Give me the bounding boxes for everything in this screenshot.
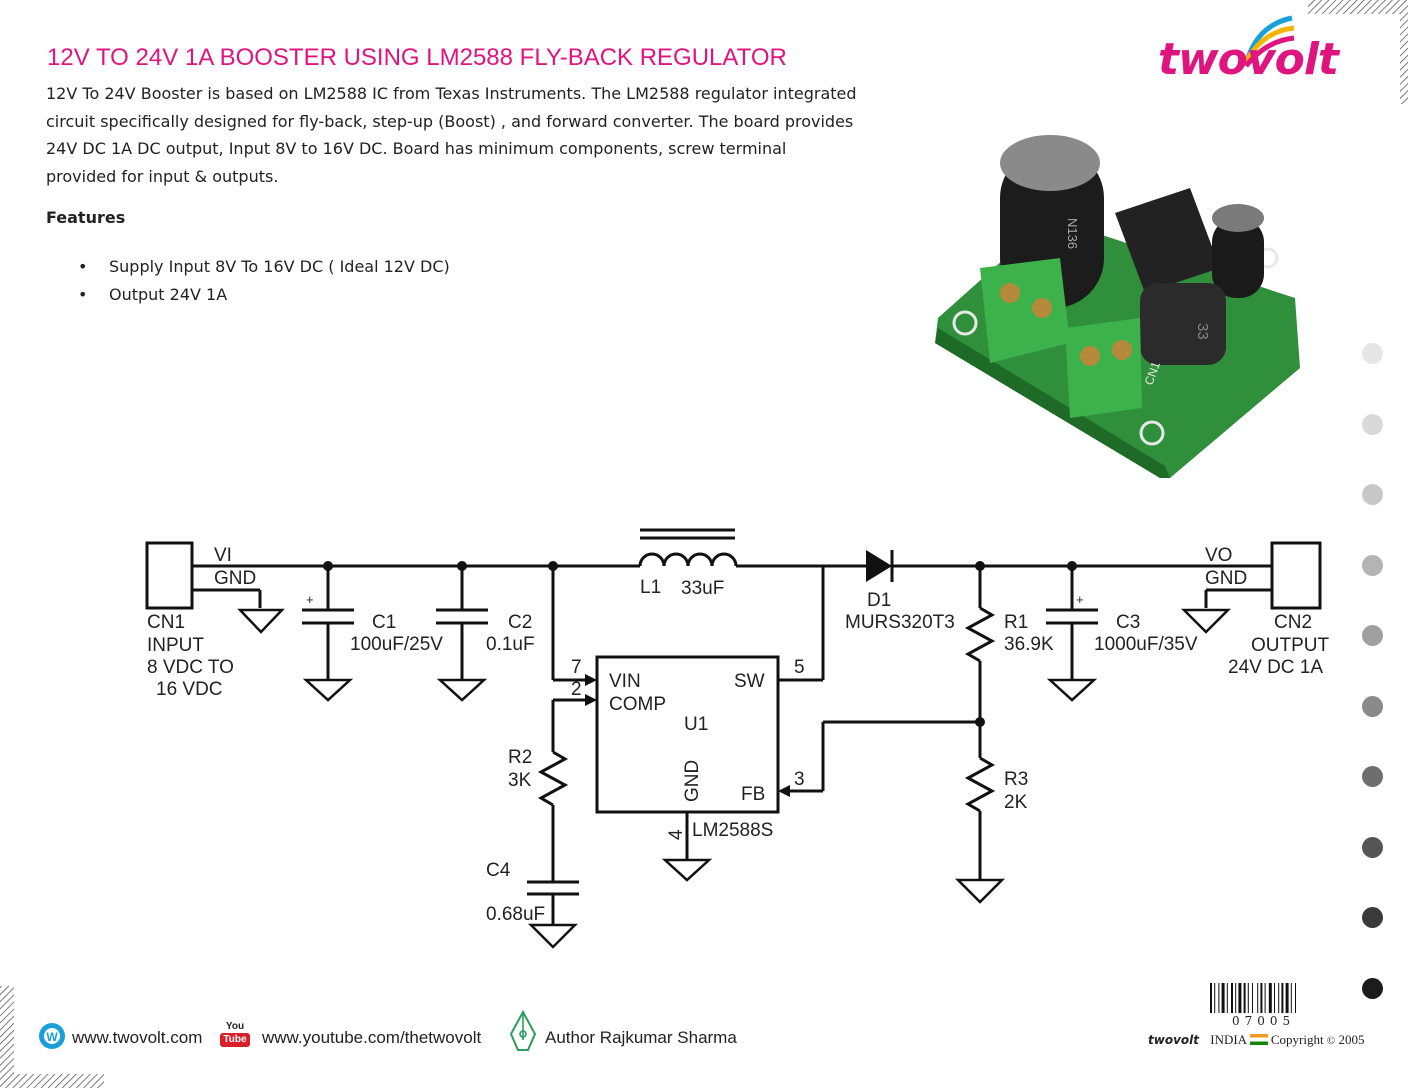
u1-pin-number: 2 [571,679,582,700]
youtube-icon: You Tube [220,1021,250,1051]
website-link[interactable]: www.twovolt.com [72,1028,203,1047]
u1-pin-number: 5 [794,657,805,678]
cn1-label: INPUT [147,635,204,656]
description: 12V To 24V Booster is based on LM2588 IC… [46,84,857,186]
c1-plus: + [306,592,314,607]
cn1-pin-gnd: GND [214,568,256,589]
dot [1362,343,1383,364]
dot [1362,413,1383,435]
list-item: Output 24V 1A [46,281,450,309]
dot [1362,766,1383,787]
features-list: Supply Input 8V To 16V DC ( Ideal 12V DC… [46,253,450,309]
copyright-symbol-icon: © [1326,1035,1336,1047]
cn1-label: 16 VDC [156,679,223,700]
cn2-pin-gnd: GND [1205,568,1247,589]
r2-value: 3K [508,770,532,791]
logo-swirl-icon [1243,15,1295,68]
corner-hatch-top-right [1308,0,1408,104]
c3-ref: C3 [1116,612,1140,633]
youtube-icon-text: Tube [220,1033,250,1047]
r2-ref: R2 [508,747,532,768]
corner-hatch-bottom-left [0,986,104,1088]
c2-value: 0.1uF [486,634,535,655]
c4-ref: C4 [486,860,511,881]
dot [1362,907,1383,928]
footer-country: INDIA [1210,1032,1247,1047]
barcode-number: 07005 [1232,1014,1296,1028]
u1-pin-comp: COMP [609,694,666,715]
board-label: N136 [1065,218,1080,249]
cn2-ref: CN2 [1274,612,1312,633]
author: Author Rajkumar Sharma [545,1028,737,1047]
cn2-label: OUTPUT [1251,635,1330,656]
cn2-label: 24V DC 1A [1228,657,1323,678]
u1-pin-number: 4 [666,829,687,840]
board-label: 33 [1194,323,1211,340]
youtube-icon-text: You [225,1021,245,1032]
r3-ref: R3 [1004,769,1028,790]
u1-pin-sw: SW [734,671,765,692]
c3-plus: + [1076,592,1084,607]
dot [1362,484,1383,505]
decorative-dots [1362,343,1388,1048]
u1-pin-number: 3 [794,769,805,790]
cn1-label: 8 VDC TO [147,657,234,678]
u1-pin-vin: VIN [609,671,641,692]
d1-ref: D1 [867,590,891,611]
footer-year: 2005 [1338,1032,1365,1047]
u1-pin-gnd: GND [682,760,703,802]
r1-value: 36.9K [1004,634,1054,655]
l1-value: 33uF [681,578,724,599]
u1-part: LM2588S [692,820,773,841]
c2-ref: C2 [508,612,532,633]
pen-nib-icon [509,1010,537,1051]
l1-ref: L1 [640,577,661,598]
u1-ref: U1 [684,714,708,735]
cn1-ref: CN1 [147,612,185,633]
c1-ref: C1 [372,612,396,633]
r3-value: 2K [1004,792,1028,813]
c3-value: 1000uF/35V [1094,634,1198,655]
u1-pin-fb: FB [741,784,765,805]
youtube-link[interactable]: www.youtube.com/thetwovolt [262,1028,482,1047]
c4-value: 0.68uF [486,904,545,925]
website-globe-icon: W [39,1023,65,1049]
circuit-schematic: VI GND CN1 INPUT 8 VDC TO 16 VDC + C1 10… [145,528,1330,949]
dot [1362,695,1383,717]
footer-brand: twovolt [1148,1033,1199,1047]
barcode [1210,983,1296,1013]
features-heading: Features [46,208,126,227]
copyright-line: twovolt INDIA Copyright © 2005 [1148,1032,1364,1048]
dot [1362,977,1383,999]
d1-value: MURS320T3 [845,612,955,633]
footer-copyright: Copyright [1270,1032,1324,1047]
dot [1362,625,1383,646]
board-photo: N136 33 CN1 [935,135,1300,478]
cn2-pin-vo: VO [1205,545,1232,566]
india-flag-icon [1249,1034,1268,1045]
dot [1362,836,1383,858]
list-item: Supply Input 8V To 16V DC ( Ideal 12V DC… [46,253,450,281]
c1-value: 100uF/25V [350,634,443,655]
u1-pin-number: 7 [571,657,582,678]
dot [1362,554,1383,576]
logo: twovolt [1158,34,1339,85]
cn1-pin-vi: VI [214,545,232,566]
svg-text:W: W [46,1030,58,1044]
page-title: 12V TO 24V 1A BOOSTER USING LM2588 FLY-B… [47,44,787,71]
r1-ref: R1 [1004,612,1028,633]
